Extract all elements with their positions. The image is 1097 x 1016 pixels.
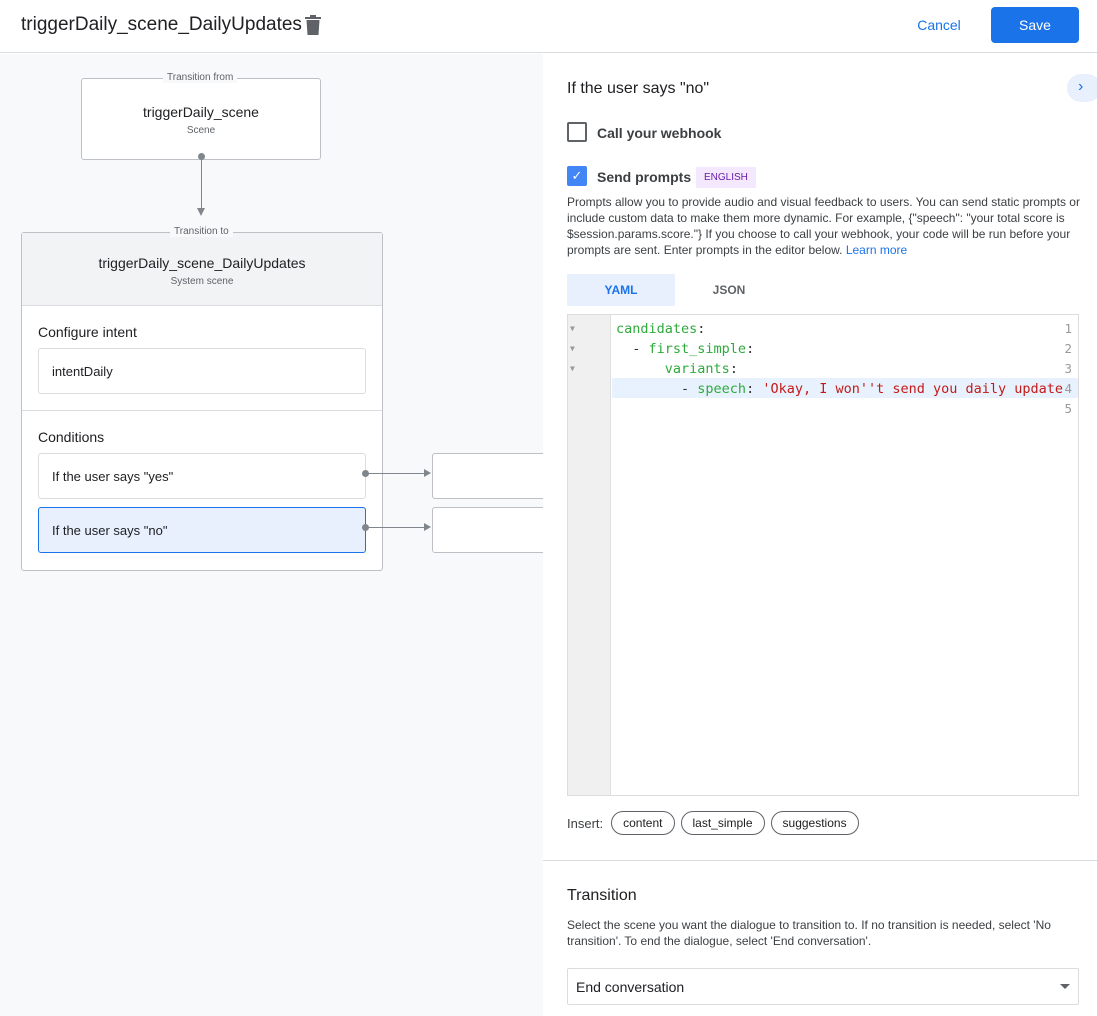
- transition-description: Select the scene you want the dialogue t…: [567, 918, 1051, 948]
- transition-from-node[interactable]: triggerDaily_scene Scene: [81, 78, 321, 160]
- editor-gutter: [568, 315, 611, 795]
- line-number: 5: [1064, 401, 1072, 416]
- transition-to-label: Transition to: [170, 226, 233, 237]
- insert-row: Insert: content last_simple suggestions: [567, 811, 865, 835]
- prompts-description: Prompts allow you to provide audio and v…: [567, 194, 1081, 258]
- fold-icon[interactable]: ▼: [570, 324, 575, 333]
- connector-line: [368, 473, 426, 474]
- scene-title: triggerDaily_scene_DailyUpdates: [21, 14, 302, 35]
- flow-canvas: triggerDaily_scene Scene Transition from…: [0, 54, 543, 1016]
- tab-json[interactable]: JSON: [712, 283, 746, 297]
- fold-icon[interactable]: ▼: [570, 344, 575, 353]
- line-number: 2: [1064, 341, 1072, 356]
- connector-dot: [198, 153, 205, 160]
- dropdown-arrow-icon: [1060, 984, 1070, 989]
- conditions-heading: Conditions: [38, 429, 105, 445]
- condition-no[interactable]: If the user says "no": [38, 507, 366, 553]
- send-prompts-checkbox[interactable]: ✓: [567, 166, 587, 186]
- insert-suggestions-chip[interactable]: suggestions: [770, 811, 859, 835]
- from-scene-name: triggerDaily_scene: [143, 104, 259, 120]
- divider: [543, 860, 1097, 861]
- send-prompts-label: Send prompts: [597, 169, 692, 185]
- connector-dot: [362, 524, 369, 531]
- code-line: - speech: 'Okay, I won''t send you daily…: [616, 381, 1064, 397]
- trash-icon[interactable]: [305, 15, 321, 35]
- transition-selected-value: End conversation: [576, 979, 685, 995]
- line-number: 4: [1064, 381, 1072, 396]
- intent-item[interactable]: intentDaily: [38, 348, 366, 394]
- line-number: 3: [1064, 361, 1072, 376]
- connector-dot: [362, 470, 369, 477]
- cancel-button[interactable]: Cancel: [917, 17, 961, 33]
- transition-from-label: Transition from: [163, 72, 238, 83]
- no-target-node[interactable]: [432, 507, 543, 553]
- save-button[interactable]: Save: [991, 7, 1079, 43]
- arrow-head-icon: [424, 523, 431, 531]
- from-scene-type: Scene: [186, 125, 216, 136]
- webhook-checkbox[interactable]: [567, 122, 587, 142]
- yes-target-node[interactable]: [432, 453, 543, 499]
- connector-line: [368, 527, 426, 528]
- tab-yaml[interactable]: YAML: [567, 274, 675, 306]
- insert-last-simple-chip[interactable]: last_simple: [680, 811, 765, 835]
- transition-to-node: triggerDaily_scene_DailyUpdates System s…: [21, 232, 383, 571]
- code-line: - first_simple:: [616, 341, 755, 357]
- connector-line: [201, 158, 202, 208]
- collapse-panel-button[interactable]: ›: [1067, 74, 1097, 102]
- transition-select[interactable]: End conversation: [567, 968, 1079, 1005]
- learn-more-link[interactable]: Learn more: [845, 243, 908, 257]
- arrow-head-icon: [424, 469, 431, 477]
- condition-panel: › If the user says "no" Call your webhoo…: [543, 54, 1097, 1016]
- code-line: candidates:: [616, 321, 706, 337]
- webhook-label: Call your webhook: [597, 125, 722, 141]
- condition-yes[interactable]: If the user says "yes": [38, 453, 366, 499]
- header: triggerDaily_scene_DailyUpdates Cancel S…: [0, 0, 1097, 53]
- arrow-head-icon: [197, 208, 205, 216]
- insert-content-chip[interactable]: content: [611, 811, 675, 835]
- code-editor[interactable]: ▼ 1 ▼ 2 ▼ 3 4 5 candidates: - first_simple:…: [567, 314, 1079, 796]
- language-badge: ENGLISH: [696, 167, 756, 188]
- to-scene-name: triggerDaily_scene_DailyUpdates: [98, 255, 306, 271]
- code-line: variants:: [664, 361, 738, 377]
- fold-icon[interactable]: ▼: [570, 364, 575, 373]
- insert-label: Insert:: [567, 815, 604, 831]
- to-scene-type: System scene: [170, 276, 234, 287]
- line-number: 1: [1064, 321, 1072, 336]
- configure-intent-heading: Configure intent: [38, 324, 137, 340]
- panel-heading: If the user says "no": [567, 80, 710, 97]
- description-text: Prompts allow you to provide audio and v…: [567, 195, 1080, 257]
- transition-heading: Transition: [567, 887, 637, 904]
